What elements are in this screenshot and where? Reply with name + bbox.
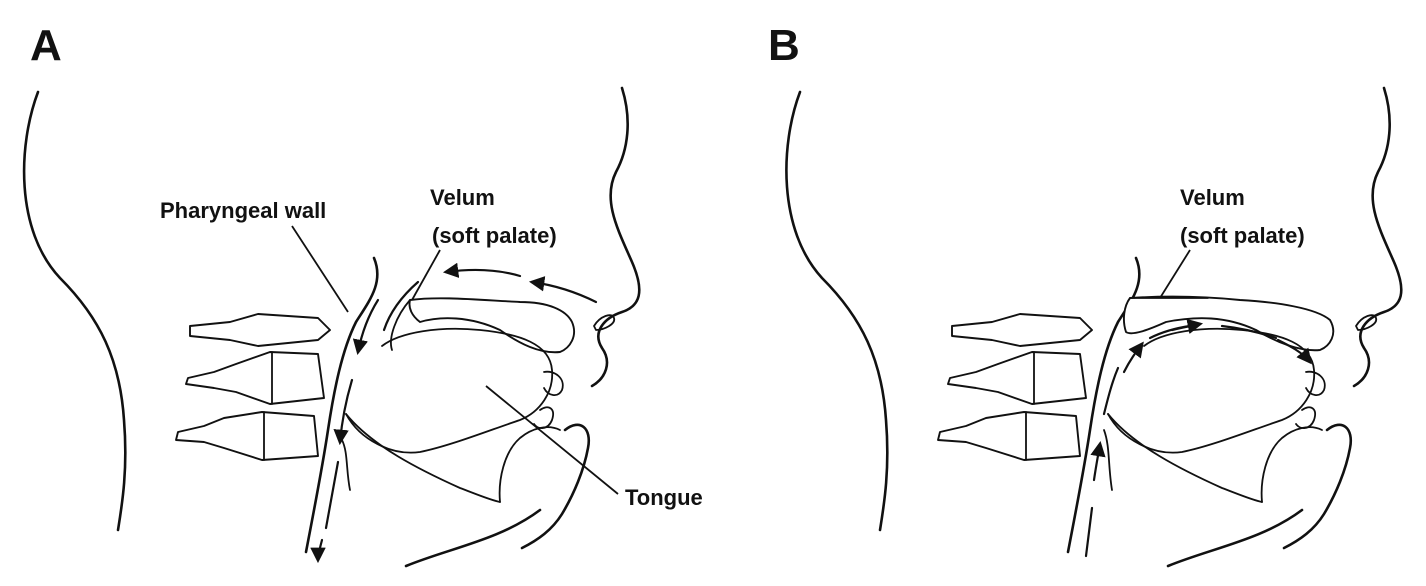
panel-b-pharyngeal-wall [1066, 256, 1141, 554]
panel-a-letter: A [30, 21, 62, 70]
panel-a-label-soft-palate: (soft palate) [432, 223, 557, 248]
panel-a-label-pharyngeal-wall: Pharyngeal wall [160, 198, 326, 223]
panel-a-nostril [593, 314, 616, 331]
panel-b-nostril [1355, 314, 1378, 331]
panel-b-label-velum: Velum [1180, 185, 1245, 210]
panel-a-airflow [310, 262, 598, 564]
panel-a-palate [390, 297, 576, 354]
panel-a-head-outline [22, 90, 127, 532]
panel-b-label-soft-palate: (soft palate) [1180, 223, 1305, 248]
panel-a-chin [520, 423, 591, 550]
panel-a-pharyngeal-wall [304, 256, 379, 554]
panel-b: B [768, 21, 1403, 568]
panel-a-tongue [345, 327, 564, 503]
panel-b-vertebrae [937, 313, 1093, 461]
panel-a-leader-velum [411, 249, 441, 301]
panel-b-head-outline [785, 90, 889, 532]
panel-b-letter: B [768, 21, 800, 70]
panel-b-face-profile [1352, 86, 1403, 388]
panel-b-chin [1282, 423, 1353, 550]
panel-a-leader-pharyngeal-wall [291, 225, 349, 313]
panel-a-leader-tongue [485, 385, 619, 495]
panel-b-palate [1122, 295, 1335, 352]
panel-a-vertebrae [175, 313, 331, 461]
panel-a-face-profile [590, 86, 641, 388]
panel-a: A [22, 21, 703, 568]
panel-b-airflow [1084, 318, 1312, 558]
panel-a-label-tongue: Tongue [625, 485, 703, 510]
panel-a-label-velum: Velum [430, 185, 495, 210]
panel-b-leader-velum [1159, 249, 1191, 299]
panel-b-neck-front [1166, 508, 1304, 568]
panel-b-tongue [1107, 327, 1326, 503]
panel-a-neck-front [404, 508, 542, 568]
